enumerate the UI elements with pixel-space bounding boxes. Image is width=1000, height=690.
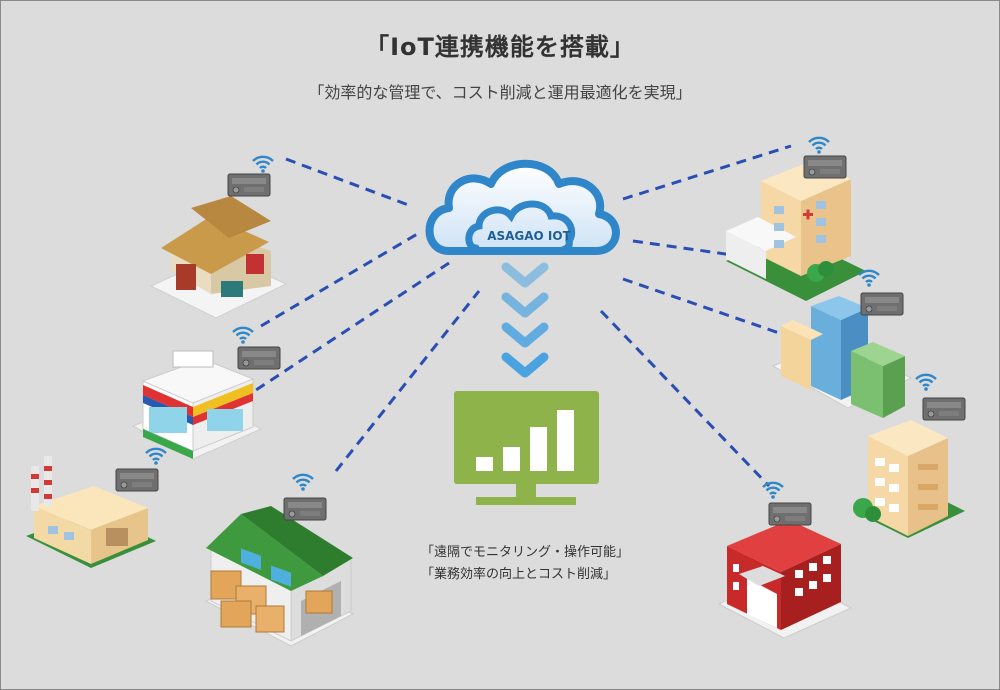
link-store	[260, 231, 420, 328]
chevron-down-icon	[501, 322, 549, 348]
cloud-label: ASAGAO IOT	[487, 229, 571, 243]
wifi-icon	[761, 481, 785, 500]
link-hospital	[622, 144, 792, 201]
gateway-device	[283, 497, 327, 521]
gateway-device	[768, 502, 812, 526]
wifi-icon	[291, 473, 315, 492]
chevron-down-icon	[501, 292, 549, 318]
page-subtitle: 「効率的な管理で、コスト削減と運用最適化を実現」	[308, 83, 692, 102]
school-building	[717, 520, 853, 639]
apartment-building	[853, 420, 965, 538]
gateway-device	[227, 173, 271, 197]
convenience-store-building	[131, 350, 263, 460]
gateway-device	[922, 397, 966, 421]
wifi-icon	[251, 155, 275, 175]
monitor-bar	[476, 457, 493, 471]
monitor-bar	[503, 447, 520, 471]
wifi-icon	[807, 136, 831, 156]
factory-building	[26, 456, 156, 568]
page-title: 「IoT連携機能を搭載」	[365, 33, 635, 61]
link-house	[285, 157, 412, 208]
hospital-building	[726, 161, 866, 301]
monitor-bar	[530, 427, 547, 471]
feature-note-remote: 「遠隔でモニタリング・操作可能」	[421, 545, 630, 560]
monitor-icon	[454, 391, 599, 505]
gateway-device	[115, 468, 159, 492]
cloud-icon: ASAGAO IOT	[425, 159, 620, 255]
wifi-icon	[914, 373, 938, 392]
chevron-down-icon	[501, 262, 549, 288]
wifi-icon	[857, 269, 881, 288]
monitor-bar	[557, 410, 574, 471]
link-school	[599, 309, 771, 488]
feature-note-efficiency: 「業務効率の向上とコスト削減」	[421, 567, 617, 582]
chevron-down-icon	[501, 352, 549, 378]
chart-bars	[476, 410, 574, 471]
gateway-device	[860, 292, 904, 316]
link-office	[622, 277, 890, 373]
office-buildings	[771, 296, 913, 418]
wifi-icon	[231, 326, 255, 345]
wifi-icon	[144, 447, 168, 466]
house-building	[149, 196, 288, 319]
gateway-device	[237, 346, 281, 370]
flow-arrows	[501, 262, 549, 378]
link-warehouse	[334, 290, 481, 472]
warehouse-building	[204, 506, 355, 647]
gateway-device	[803, 155, 847, 179]
